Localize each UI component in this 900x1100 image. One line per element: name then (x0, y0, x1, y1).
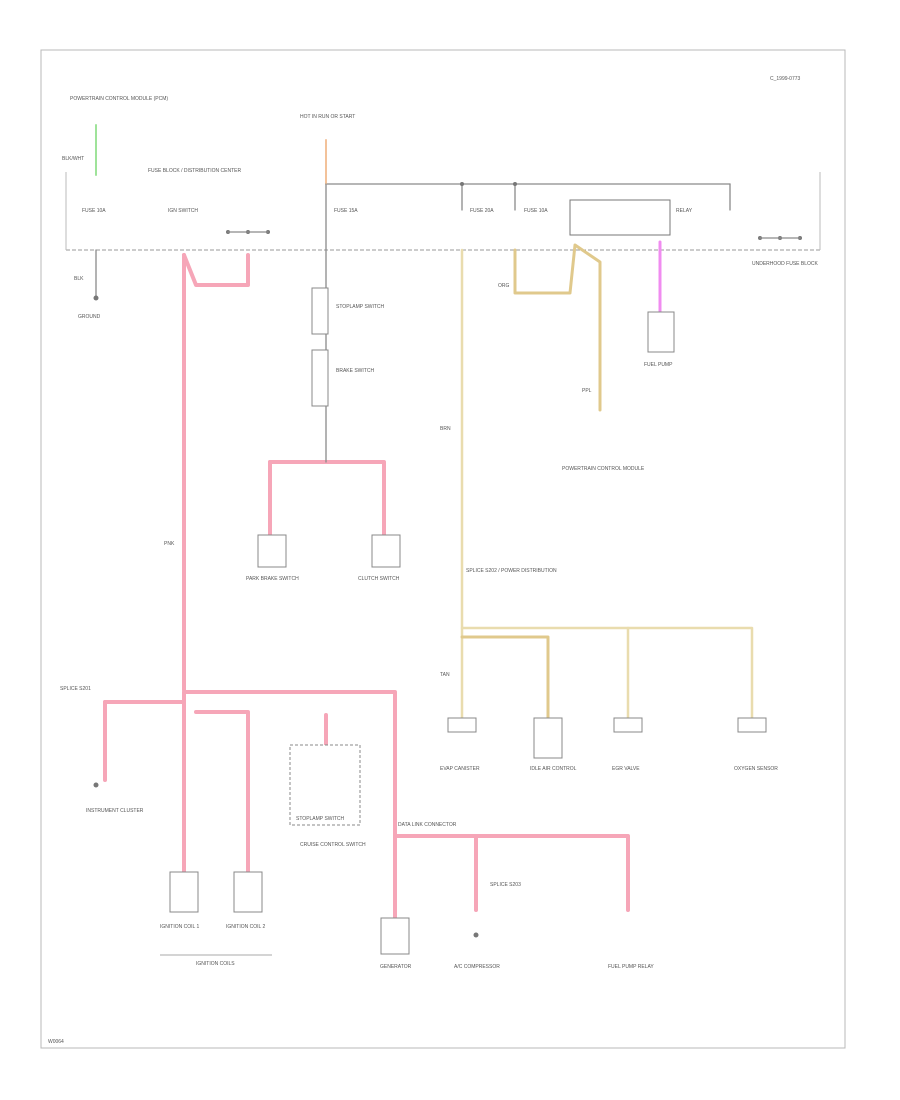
label-lower-right4: OXYGEN SENSOR (734, 766, 778, 772)
label-tan-splice: SPLICE S202 / POWER DISTRIBUTION (466, 568, 557, 574)
gold-loop (513, 243, 602, 412)
pink-loop (182, 253, 250, 287)
label-ckt-brake: BRAKE SWITCH (336, 368, 374, 374)
label-fuse-block: FUSE BLOCK / DISTRIBUTION CENTER (148, 168, 241, 174)
connector-upper-center-2 (311, 349, 329, 407)
wire-label-pnk: PNK (164, 541, 175, 547)
label-pink-splice: SPLICE S201 (60, 686, 91, 692)
label-lower-left1: INSTRUMENT CLUSTER (86, 808, 144, 814)
label-bottom-group: IGNITION COILS (196, 961, 235, 967)
label-center-comp: POWERTRAIN CONTROL MODULE (562, 466, 645, 472)
wire-label-tan: TAN (440, 672, 450, 678)
label-bottom1: IGNITION COIL 1 (160, 924, 199, 930)
wire-label-brn: BRN (440, 426, 451, 432)
label-fuse-main: FUSE 10A (82, 208, 106, 214)
label-lower-left2: STOPLAMP SWITCH (296, 816, 345, 822)
tan-bus (460, 626, 754, 720)
wire-label-ppl: PPL (582, 388, 592, 394)
label-ckt-stop: STOPLAMP SWITCH (336, 304, 385, 310)
corner-code: C_1999-0773 (770, 76, 801, 82)
label-lower-right3: EGR VALVE (612, 766, 640, 772)
label-bottom2: IGNITION COIL 2 (226, 924, 265, 930)
label-bottom3: GENERATOR (380, 964, 412, 970)
ground-icon (473, 932, 479, 938)
diagram-frame (40, 49, 846, 1049)
relay-box (569, 199, 671, 236)
connector-left-2 (371, 534, 401, 568)
label-lower-center2: SPLICE S203 (490, 882, 521, 888)
label-fuse-center: FUSE 15A (334, 208, 358, 214)
footer-id: W0064 (48, 1039, 64, 1045)
wire-label-blk: BLK (74, 276, 84, 282)
bus-node (460, 182, 464, 186)
label-hot: HOT IN RUN OR START (300, 114, 355, 120)
label-relay: RELAY (676, 208, 693, 214)
wire-label-org: ORG (498, 283, 510, 289)
label-lower-right1: EVAP CANISTER (440, 766, 480, 772)
connector-tan-1 (447, 717, 477, 733)
label-small-comp: FUEL PUMP (644, 362, 673, 368)
gold-branch-2 (460, 635, 550, 720)
label-left-comp2: CLUTCH SWITCH (358, 576, 400, 582)
pink-lower-bus (393, 834, 630, 912)
connector-tan-3 (613, 717, 643, 733)
label-bottom4: A/C COMPRESSOR (454, 964, 500, 970)
label-fuse-right2: FUSE 10A (524, 208, 548, 214)
label-fuse-right1: FUSE 20A (470, 208, 494, 214)
pink-mid-bus (268, 460, 386, 537)
label-ign-switch: IGN SWITCH (168, 208, 198, 214)
bus-node (513, 182, 517, 186)
connector-bottom-3 (380, 917, 410, 955)
ground-icon (93, 295, 99, 301)
label-ground: GROUND (78, 314, 101, 320)
ground-icon (93, 782, 99, 788)
connector-upper-center (311, 287, 329, 335)
connector-bottom-2 (233, 871, 263, 913)
connector-bottom-1 (169, 871, 199, 913)
label-lower-left3: CRUISE CONTROL SWITCH (300, 842, 366, 848)
label-top-wire: BLK/WHT (62, 156, 84, 162)
connector-tan-2 (533, 717, 563, 759)
label-bottom5: FUEL PUMP RELAY (608, 964, 654, 970)
label-lower-center: DATA LINK CONNECTOR (398, 822, 457, 828)
label-ground-top: POWERTRAIN CONTROL MODULE (PCM) (70, 96, 168, 102)
label-lower-right2: IDLE AIR CONTROL (530, 766, 577, 772)
pink-branch-3 (194, 710, 250, 874)
label-right-note: UNDERHOOD FUSE BLOCK (752, 261, 819, 267)
connector-center-box (289, 744, 361, 826)
connector-left-1 (257, 534, 287, 568)
connector-relay-sensor (647, 311, 675, 353)
connector-tan-4 (737, 717, 767, 733)
label-left-comp1: PARK BRAKE SWITCH (246, 576, 299, 582)
pink-bus-h (103, 690, 397, 922)
